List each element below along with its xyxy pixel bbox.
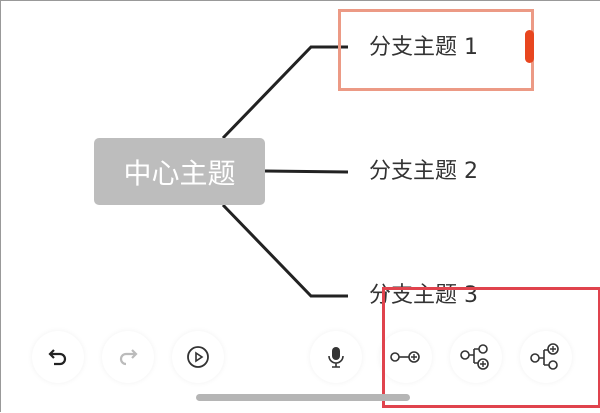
play-icon [187, 346, 209, 368]
connector-branch-1 [221, 45, 348, 140]
add-sibling-topic-button[interactable] [380, 331, 432, 383]
add-subtopic-icon [460, 344, 489, 370]
connector-branch-3 [221, 203, 348, 298]
redo-button[interactable] [102, 331, 154, 383]
add-parent-topic-button[interactable] [520, 331, 572, 383]
home-indicator[interactable] [196, 394, 410, 401]
play-button[interactable] [172, 331, 224, 383]
central-topic[interactable]: 中心主题 [94, 138, 265, 205]
resize-handle[interactable] [525, 30, 534, 63]
undo-icon [48, 349, 67, 366]
connector-branch-2 [264, 169, 349, 174]
add-subtopic-button[interactable] [450, 331, 502, 383]
microphone-icon [328, 347, 344, 368]
voice-input-button[interactable] [310, 331, 362, 383]
undo-button[interactable] [32, 331, 84, 383]
branch-topic-2[interactable]: 分支主题 2 [369, 159, 478, 184]
add-parent-topic-icon [530, 343, 559, 370]
branch-topic-1[interactable]: 分支主题 1 [369, 35, 478, 60]
branch-topic-3[interactable]: 分支主题 3 [369, 283, 478, 308]
central-topic-label: 中心主题 [123, 156, 236, 190]
add-sibling-topic-icon [390, 351, 420, 363]
redo-icon [119, 349, 138, 366]
